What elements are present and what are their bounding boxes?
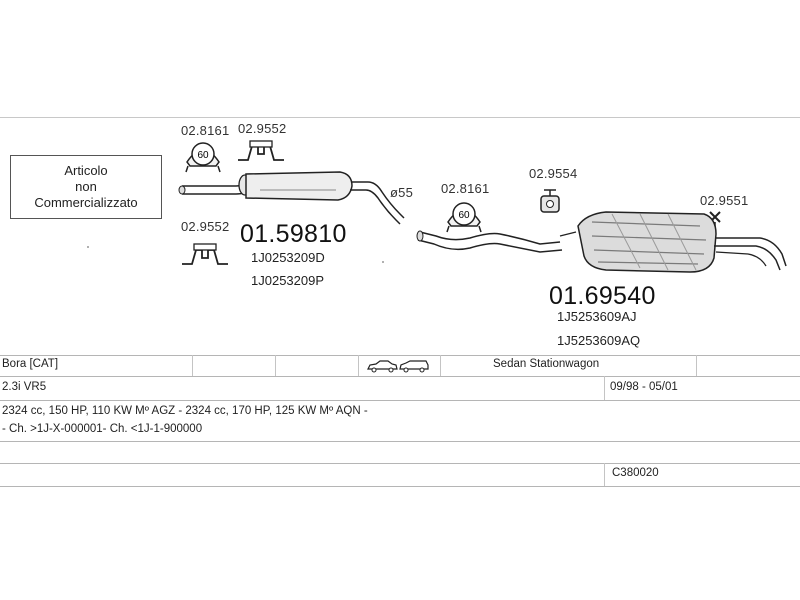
exhaust-diagram: 60 60 xyxy=(87,140,787,273)
table-col-line xyxy=(275,355,276,376)
sedan-car-icon xyxy=(367,360,398,373)
table-col-line xyxy=(440,355,441,376)
table-row-line xyxy=(0,441,800,442)
dot-mark xyxy=(87,246,89,248)
table-row-line xyxy=(0,355,800,356)
table-row-line xyxy=(0,376,800,377)
pipe-diameter-label: ø55 xyxy=(390,185,414,200)
table-col-line xyxy=(192,355,193,376)
mount-c-code[interactable]: 02.9554 xyxy=(529,166,578,181)
note-text: Articolo non Commercializzato xyxy=(34,163,138,210)
years-cell: 09/98 - 05/01 xyxy=(610,381,678,393)
front-muffler-oem-2: 1J0253209P xyxy=(251,273,325,288)
chassis-cell: - Ch. >1J-X-000001- Ch. <1J-1-900000 xyxy=(2,423,203,435)
table-col-line xyxy=(358,355,359,376)
front-muffler-code[interactable]: 01.59810 xyxy=(240,220,347,248)
engine-cell: 2.3i VR5 xyxy=(2,381,47,393)
model-cell: Bora [CAT] xyxy=(2,358,59,370)
rear-muffler-oem-2: 1J5253609AQ xyxy=(557,333,641,348)
clamp-b-size-label: 60 xyxy=(458,210,470,221)
dot-mark xyxy=(382,261,384,263)
table-col-line xyxy=(604,376,605,400)
front-muffler-oem-1: 1J0253209D xyxy=(251,250,325,265)
rear-muffler-drawing[interactable] xyxy=(416,211,787,273)
clamp-a-size-label: 60 xyxy=(197,150,209,161)
hanger-b-icon[interactable] xyxy=(182,243,228,265)
clamp-b-icon[interactable]: 60 xyxy=(446,202,482,233)
catalog-code-cell[interactable]: C380020 xyxy=(612,467,659,479)
rear-muffler-oem-1: 1J5253609AJ xyxy=(557,309,637,324)
stationwagon-car-icon xyxy=(399,360,429,373)
diagram-top-border xyxy=(0,117,800,118)
vehicle-icons xyxy=(366,358,430,374)
table-row-line xyxy=(0,463,800,464)
table-row-line xyxy=(0,486,800,487)
hanger-b-code[interactable]: 02.9552 xyxy=(181,219,230,234)
mount-c-icon[interactable] xyxy=(540,189,560,213)
specs-cell: 2324 cc, 150 HP, 110 KW Mº AGZ - 2324 cc… xyxy=(2,405,368,417)
clamp-a-code[interactable]: 02.8161 xyxy=(181,123,230,138)
clamp-b-code[interactable]: 02.8161 xyxy=(441,181,490,196)
table-col-line xyxy=(696,355,697,376)
mount-d-code[interactable]: 02.9551 xyxy=(700,193,749,208)
hanger-a-icon[interactable] xyxy=(238,140,284,161)
table-col-line xyxy=(604,463,605,486)
not-commercialized-note: Articolo non Commercializzato xyxy=(10,155,162,219)
front-muffler-drawing[interactable] xyxy=(178,171,405,225)
clamp-a-icon[interactable]: 60 xyxy=(185,142,221,173)
rear-muffler-code[interactable]: 01.69540 xyxy=(549,282,656,310)
hanger-a-code[interactable]: 02.9552 xyxy=(238,121,287,136)
body-types-cell: Sedan Stationwagon xyxy=(493,358,600,370)
table-row-line xyxy=(0,400,800,401)
